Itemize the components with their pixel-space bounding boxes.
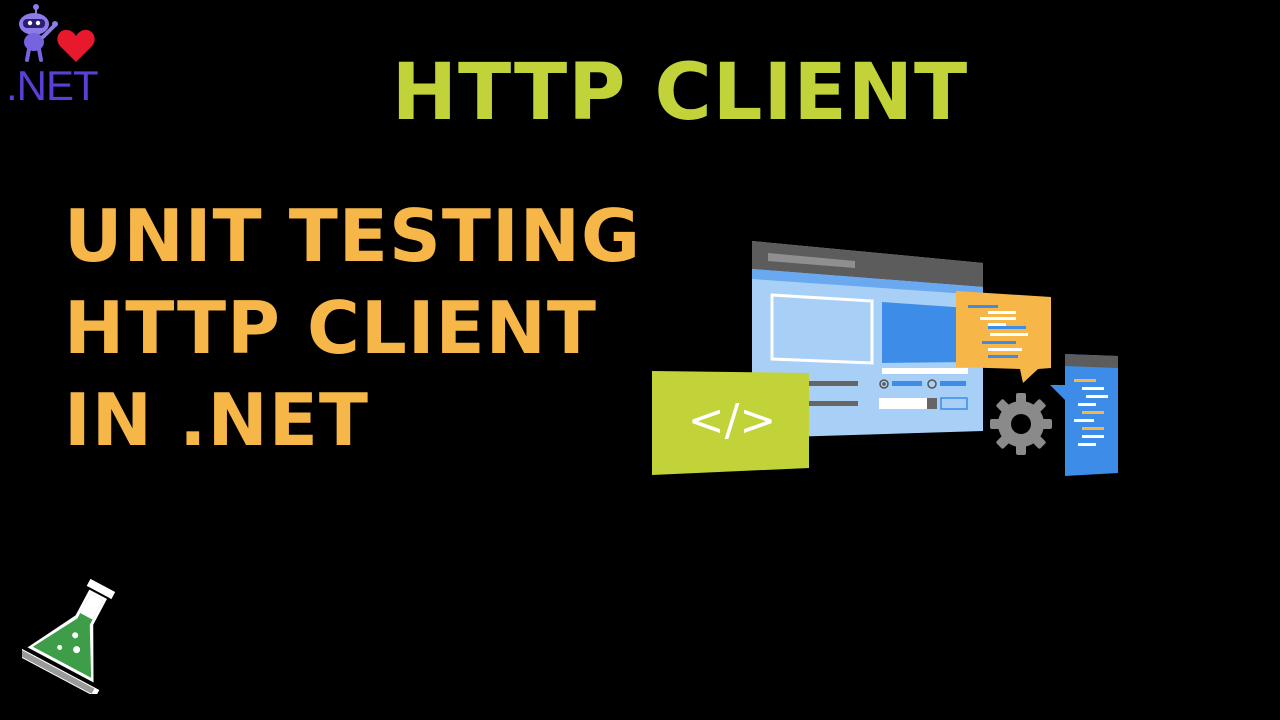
headline-line-3: IN .NET: [64, 378, 370, 462]
heart-icon: [57, 29, 95, 62]
code-document-icon: [1050, 354, 1118, 476]
code-tag-icon: </>: [652, 371, 809, 475]
web-development-illustration: </>: [652, 241, 1118, 476]
dotnet-love-logo: .NET: [4, 4, 114, 114]
chat-bubble-icon: [956, 291, 1051, 383]
flask-icon: [22, 576, 118, 694]
headline-line-1: UNIT TESTING: [64, 194, 642, 278]
browser-window-icon: [752, 241, 983, 438]
dotnet-logo-text: .NET: [6, 62, 99, 109]
dotnet-bot-icon: [19, 4, 58, 62]
headline-line-2: HTTP CLIENT: [64, 286, 598, 370]
code-tag-label: </>: [688, 395, 777, 446]
page-title: HTTP CLIENT: [391, 48, 969, 138]
headline: UNIT TESTING HTTP CLIENT IN .NET: [64, 190, 641, 466]
gear-icon: [990, 393, 1052, 455]
